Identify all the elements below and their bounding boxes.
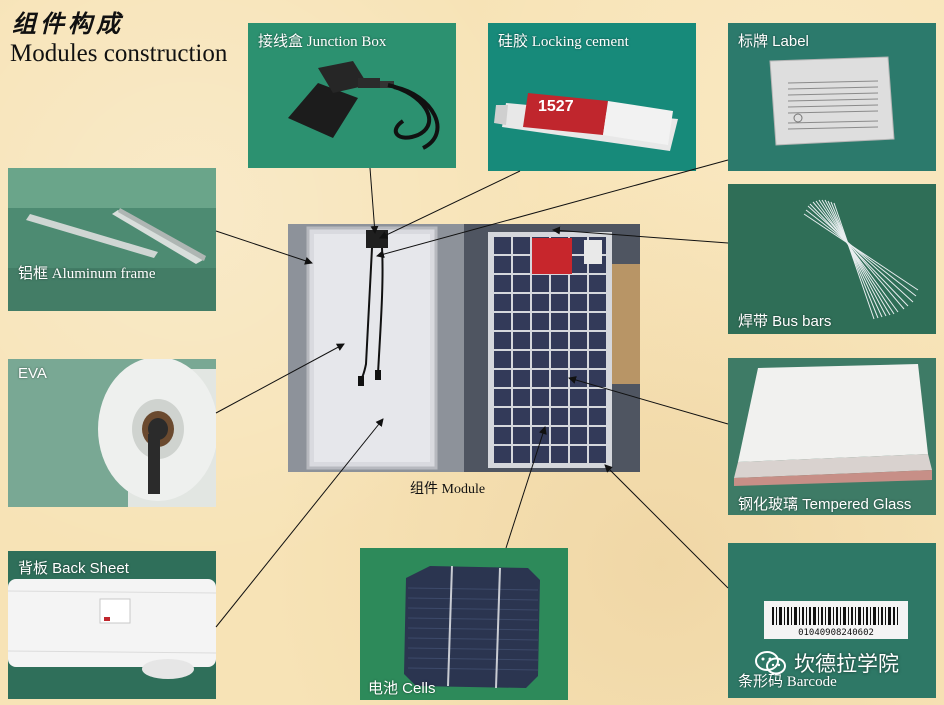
eva-label: EVA (18, 365, 47, 382)
barcode-connector (605, 465, 728, 588)
cells-label: 电池 Cells (368, 677, 436, 698)
cells-photo: 电池 Cells (360, 548, 568, 700)
label-label: 标牌 Label (738, 30, 809, 51)
junction-box-photo: 接线盒 Junction Box (248, 23, 456, 168)
tempered-glass-label: 钢化玻璃 Tempered Glass (738, 493, 911, 514)
wechat-icon (754, 649, 788, 677)
junction-box-label: 接线盒 Junction Box (258, 30, 386, 51)
cement-number: 1527 (538, 98, 574, 115)
back-sheet-photo: 背板 Back Sheet (8, 551, 216, 699)
aluminum-frame-illustration (8, 168, 216, 311)
bus-bars-label: 焊带 Bus bars (738, 310, 831, 331)
locking-cement-label: 硅胶 Locking cement (498, 30, 629, 51)
back-sheet-label: 背板 Back Sheet (18, 557, 129, 578)
module-label: 组件 Module (410, 478, 485, 498)
aluminum-frame-label: 铝框 Aluminum frame (18, 262, 155, 283)
label-photo: 标牌 Label (728, 23, 936, 171)
module-photo (288, 224, 640, 472)
module-flash-sticker (532, 238, 572, 274)
tempered-glass-illustration (728, 358, 936, 515)
junction-box-on-module (366, 230, 388, 248)
locking-cement-photo: 1527 硅胶 Locking cement (488, 23, 696, 171)
bus-bars-photo: 焊带 Bus bars (728, 184, 936, 334)
eva-photo: EVA (8, 359, 216, 507)
module-illustration (288, 224, 640, 472)
page-title-en: Modules construction (10, 40, 227, 68)
tempered-glass-photo: 钢化玻璃 Tempered Glass (728, 358, 936, 515)
page-title-cn: 组件构成 (12, 4, 124, 39)
barcode-number: 01040908240602 (798, 628, 874, 638)
watermark-text: 坎德拉学院 (794, 648, 899, 678)
aluminum-frame-photo: 铝框 Aluminum frame (8, 168, 216, 311)
watermark: 坎德拉学院 (754, 648, 899, 678)
